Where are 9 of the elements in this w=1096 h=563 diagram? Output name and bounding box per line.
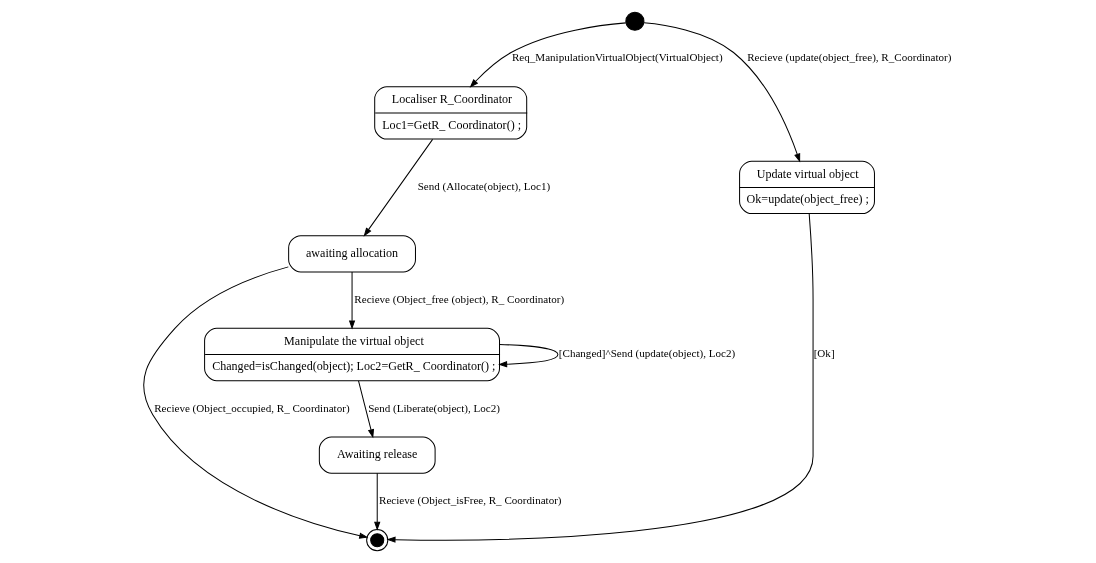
edge-label: [Ok] <box>813 347 835 360</box>
edge-label: Recieve (update(object_free), R_Coordinator) <box>747 51 952 64</box>
edge-label: Send (Liberate(object), Loc2) <box>368 401 500 414</box>
edge-label: Req_ManipulationVirtualObject(VirtualObject) <box>511 51 723 64</box>
edge-label: Recieve (Object_free (object), R_ Coordinator) <box>354 292 565 305</box>
edge-label: Recieve (Object_isFree, R_ Coordinator) <box>379 494 562 507</box>
edge-label: Send (Allocate(object), Loc1) <box>417 180 551 193</box>
edge-label: Recieve (Object_occupied, R_ Coordinator) <box>154 401 350 414</box>
edge-label: [Changed]^Send (update(object), Loc2) <box>558 347 736 360</box>
